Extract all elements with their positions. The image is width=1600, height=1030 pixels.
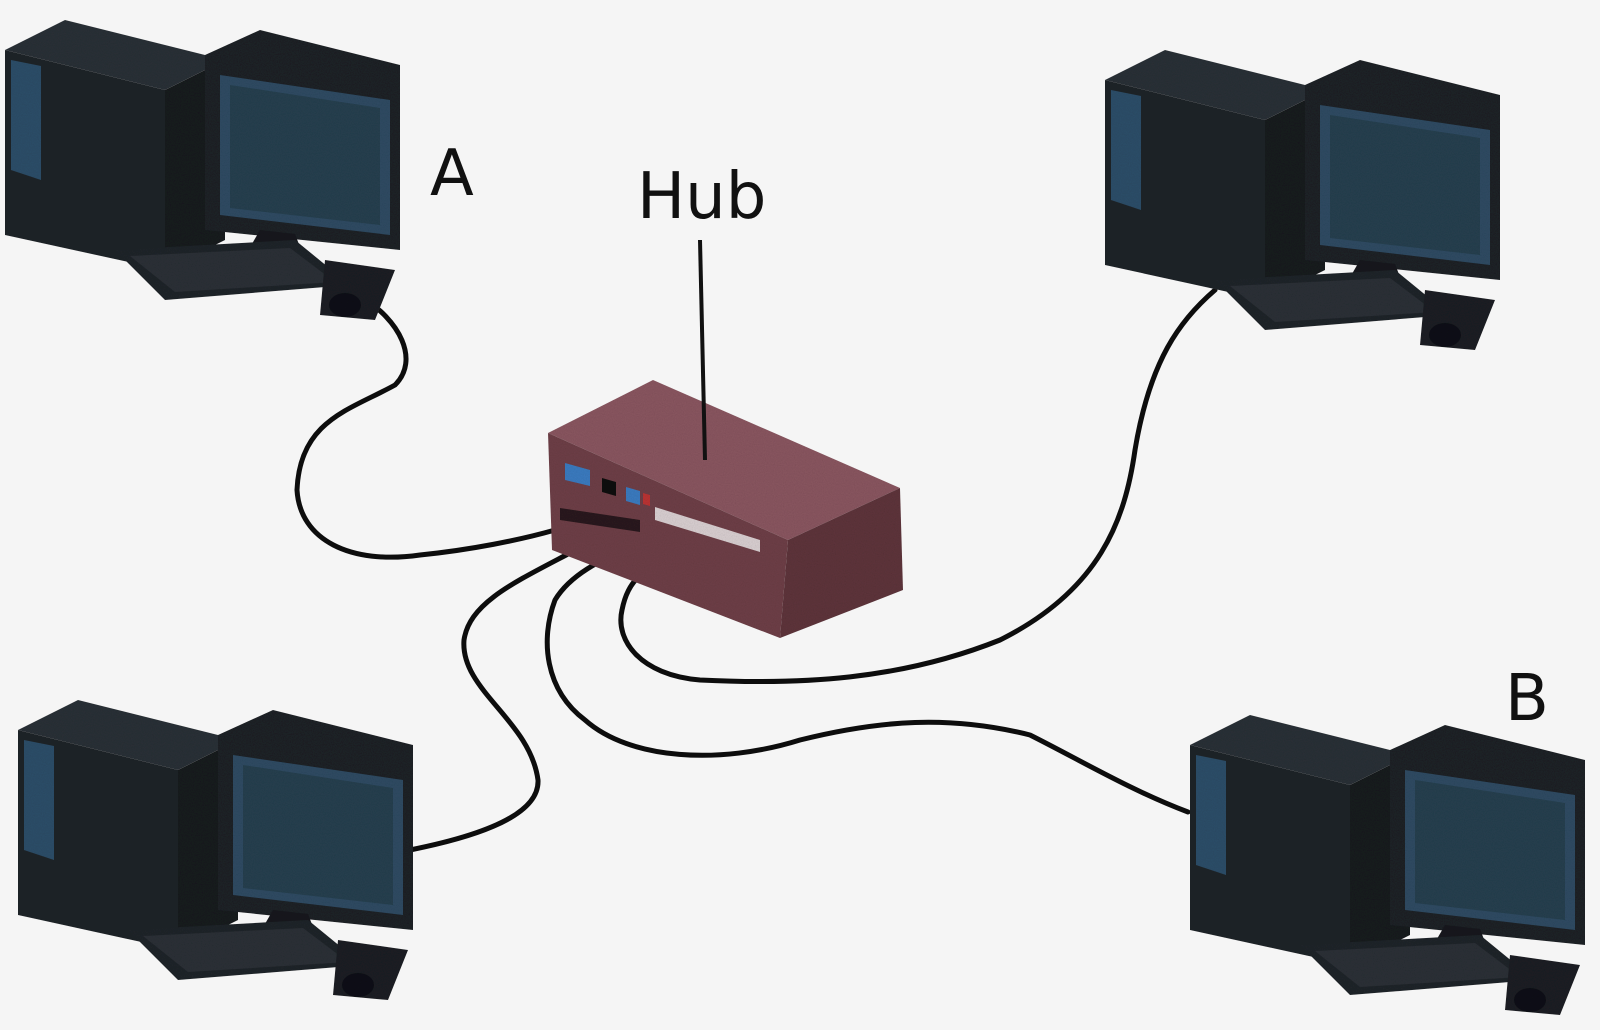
computer-b bbox=[1190, 715, 1585, 1015]
hub-port-strip bbox=[655, 507, 760, 552]
hub-port-blue-2 bbox=[626, 487, 640, 505]
cable-to-computer-a bbox=[294, 293, 558, 560]
network-hub-icon bbox=[548, 380, 903, 638]
computer-upper-right bbox=[1105, 50, 1500, 350]
hub-port-black bbox=[602, 478, 616, 496]
desktop-computer-icon bbox=[1190, 715, 1585, 1015]
hub-port-blue bbox=[565, 463, 590, 486]
desktop-computer-icon bbox=[1105, 50, 1500, 350]
cable-to-computer-b bbox=[544, 542, 1191, 815]
computer-a bbox=[5, 20, 400, 320]
desktop-computer-icon bbox=[18, 700, 413, 1000]
computer-lower-left bbox=[18, 700, 413, 1000]
computer-b-label: B bbox=[1505, 662, 1549, 736]
hub-port-row bbox=[560, 508, 640, 532]
hub-pointer-line bbox=[698, 239, 707, 461]
cables bbox=[294, 287, 1218, 853]
cable-to-computer-lower-left bbox=[407, 542, 588, 853]
cable-to-computer-upper-right bbox=[618, 287, 1218, 685]
hub-label: Hub bbox=[637, 160, 766, 234]
computer-a-label: A bbox=[430, 137, 474, 211]
hub-port-red bbox=[643, 493, 650, 506]
desktop-computer-icon bbox=[5, 20, 400, 320]
